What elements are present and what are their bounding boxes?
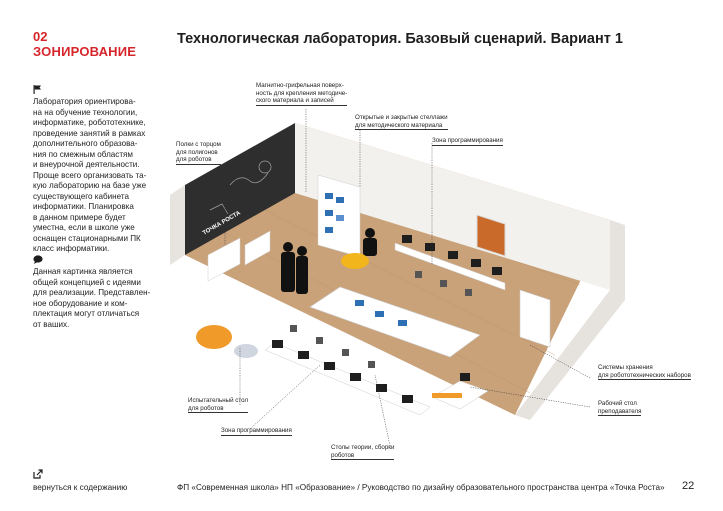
teacher-desk	[431, 373, 489, 410]
orange-beanbag	[196, 325, 232, 349]
external-link-icon[interactable]	[33, 469, 43, 479]
annotation-programming-zone-top: Зона программирования	[432, 137, 503, 146]
annotation-programming-zone-bottom: Зона программирования	[221, 427, 292, 436]
sidebar-line: проведение занятий в рамках	[33, 128, 146, 138]
sidebar-block-1: Лаборатория ориентирова-на на обучение т…	[33, 85, 153, 255]
back-computer-desks	[394, 235, 506, 291]
back-to-contents-link[interactable]: вернуться к содержанию	[33, 483, 128, 492]
footer-source: ФП «Современная школа» НП «Образование» …	[177, 483, 665, 492]
sidebar-line: в данном примере будет	[33, 212, 126, 222]
page-number: 22	[682, 480, 695, 492]
sidebar-line: класс информатики.	[33, 244, 110, 253]
sidebar-line: от ваших.	[33, 319, 70, 329]
grey-pouf	[234, 344, 258, 358]
sidebar-line: оснащен стационарными ПК	[33, 233, 141, 243]
yellow-beanbag	[341, 253, 369, 269]
sidebar-line: на на обучение технологии,	[33, 107, 138, 117]
page-title: Технологическая лаборатория. Базовый сце…	[177, 31, 623, 47]
right-wall	[515, 220, 625, 420]
section-title: ЗОНИРОВАНИЕ	[33, 44, 137, 59]
open-shelves	[317, 174, 361, 258]
theory-tables	[309, 286, 481, 358]
sidebar-line: дополнительного образова-	[33, 139, 138, 148]
chalk-wall	[185, 123, 295, 255]
front-computer-desks	[264, 340, 431, 416]
sidebar-paragraph-1: Лаборатория ориентирова-на на обучение т…	[33, 97, 153, 255]
speech-bubble-icon	[33, 255, 43, 264]
sidebar-line: ния по смежным областям	[33, 149, 133, 159]
sidebar-line: Данная картинка является	[33, 267, 133, 276]
sidebar-line: и внеурочной деятельности.	[33, 160, 140, 169]
storage-panel	[519, 289, 551, 348]
annotation-board: Магнитно-грифельная поверх-ность для кре…	[256, 82, 348, 106]
sidebar-line: плектация могут отличаться	[33, 309, 140, 318]
sidebar-line: общей концепцией с идеями	[33, 277, 141, 287]
sidebar-line: Проще всего организовать та-	[33, 170, 147, 180]
people-silhouettes	[281, 228, 377, 294]
sidebar-line: ное оборудование и ком-	[33, 298, 128, 308]
section-number: 02	[33, 29, 48, 44]
sidebar-line: существующего кабинета	[33, 191, 129, 201]
flag-icon	[33, 85, 41, 94]
sidebar-line: информатике, робототехнике,	[33, 118, 146, 127]
notice-board	[476, 214, 506, 257]
sidebar-line: Лаборатория ориентирова-	[33, 97, 136, 106]
sidebar-line: для реализации. Представлен-	[33, 288, 151, 297]
back-wall	[295, 123, 610, 290]
sidebar-line: уместна, если в школе уже	[33, 223, 135, 232]
lab-illustration: ТОЧКА РОСТА	[170, 109, 625, 447]
sidebar-line: информатики. Планировка	[33, 202, 134, 211]
sidebar-line: кую лабораторию на базе уже	[33, 181, 147, 190]
left-end-wall	[170, 185, 185, 265]
